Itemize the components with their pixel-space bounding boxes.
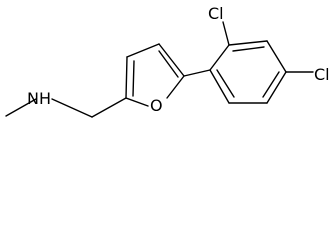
bond-furan-o-c2 [125, 97, 149, 107]
bond-nh-ch2 [51, 98, 93, 118]
bond-benzene-c-d [266, 40, 287, 73]
bond-benzene-d-e [266, 71, 287, 104]
bond-furan-c4-c5-double [158, 50, 179, 78]
bond-benzene-f-a [209, 69, 230, 104]
molecule-structure: NH O Cl Cl [5, 4, 330, 118]
bond-furan-c4-c5 [158, 43, 185, 77]
bond-furan-c2-c3-double [132, 60, 135, 97]
bond-chlorine-upper [222, 21, 230, 46]
bond-ch2-furan [91, 97, 127, 118]
bond-lines [5, 21, 314, 118]
bond-benzene-b-c [228, 40, 268, 46]
atom-labels: NH O Cl Cl [27, 4, 330, 115]
amine-label: NH [27, 89, 51, 108]
bond-furan-c5-o [166, 75, 185, 99]
chlorine-upper-label: Cl [208, 4, 224, 23]
bond-furan-phenyl [183, 69, 211, 77]
bond-furan-c3-c4 [126, 43, 160, 58]
chlorine-right-label: Cl [314, 65, 330, 84]
bond-benzene-a-b [209, 44, 230, 71]
molecule-diagram: NH O Cl Cl [5, 4, 330, 118]
bond-benzene-d-e-double [262, 71, 280, 98]
bond-methyl-nh [5, 98, 37, 117]
bond-benzene-b-c-double [232, 46, 265, 52]
bond-benzene-f-a-double [216, 69, 235, 98]
oxygen-label: O [150, 96, 163, 115]
bond-furan-c2-c3 [125, 56, 128, 99]
